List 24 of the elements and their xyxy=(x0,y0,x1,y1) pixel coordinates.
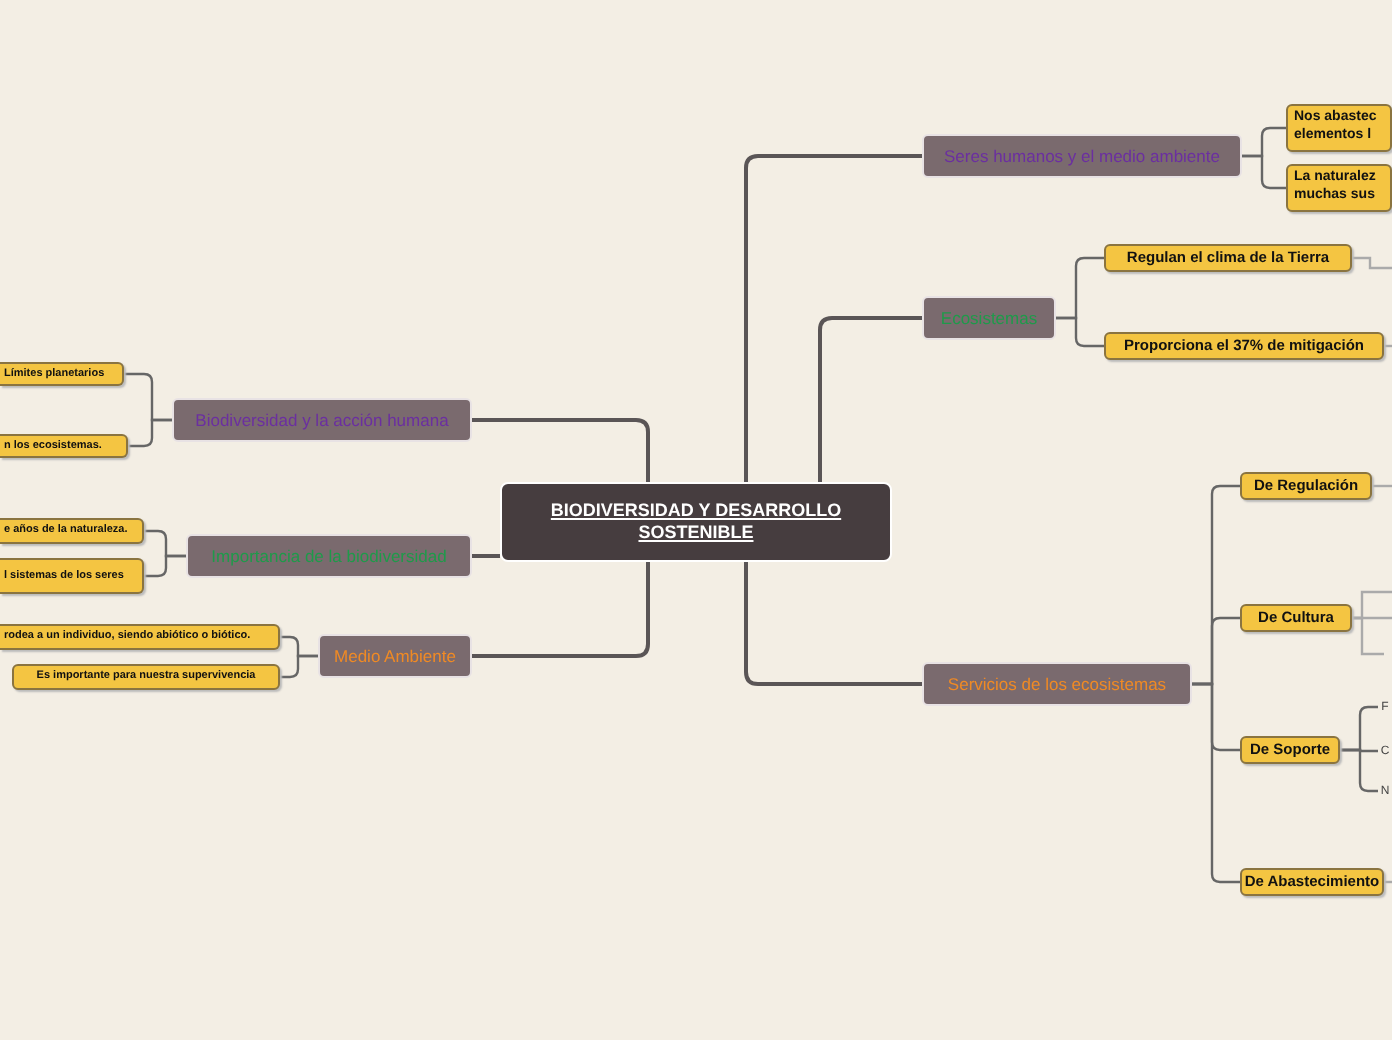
connector-line xyxy=(1056,316,1104,348)
connector-line xyxy=(1384,344,1392,348)
topic-box: Ecosistemas xyxy=(922,296,1056,340)
connector-line xyxy=(128,418,172,448)
topic-box: Biodiversidad y la acción humana xyxy=(172,398,472,442)
connector-line xyxy=(1372,484,1392,488)
connector-line xyxy=(472,418,650,482)
connector-line xyxy=(818,316,922,482)
connector-line xyxy=(1384,880,1392,884)
central-topic-box: BIODIVERSIDAD Y DESARROLLO SOSTENIBLE xyxy=(500,482,892,562)
connector-line xyxy=(472,554,500,558)
connector-line xyxy=(1352,616,1384,656)
connector-line xyxy=(1340,748,1378,793)
connector-line xyxy=(744,154,922,482)
topic-box: Servicios de los ecosistemas xyxy=(922,662,1192,706)
connector-line xyxy=(1242,154,1286,190)
topic-box: Seres humanos y el medio ambiente xyxy=(922,134,1242,178)
connector-line xyxy=(744,562,922,686)
topic-box: Medio Ambiente xyxy=(318,634,472,678)
connector-line xyxy=(1352,256,1392,270)
connector-line xyxy=(472,562,650,658)
topic-box: Importancia de la biodiversidad xyxy=(186,534,472,578)
connector-line xyxy=(280,654,318,679)
connector-line xyxy=(144,554,186,578)
